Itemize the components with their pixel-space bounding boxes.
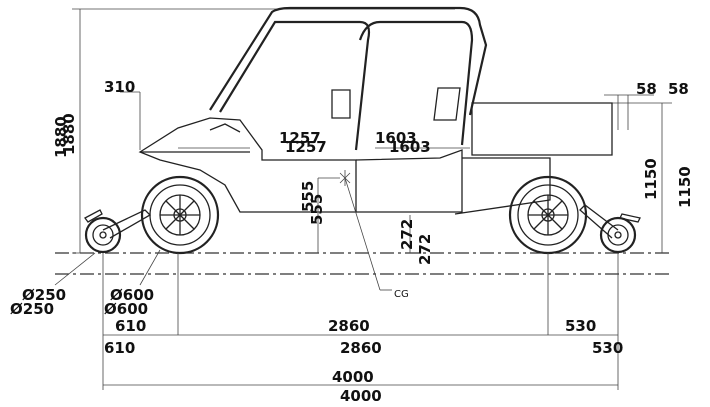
label-wheel-left: 1257 <box>285 138 327 156</box>
label-wheel-right: 1603 <box>389 138 431 156</box>
rear-small-wheel <box>579 204 641 254</box>
label-tire-b: Ø600 <box>104 300 148 318</box>
label-wheelbase-b: 2860 <box>340 339 382 357</box>
label-hitch-b: 58 <box>668 80 689 98</box>
cg-marker <box>317 170 411 291</box>
label-height-total-a: 1880 <box>52 116 70 158</box>
label-rear-overhang-b: 530 <box>592 339 623 357</box>
ground-lines <box>55 252 672 275</box>
front-small-wheel <box>84 209 152 254</box>
label-rear-overhang-a: 530 <box>565 317 596 335</box>
rear-tire <box>508 175 588 255</box>
roll-cage <box>209 6 488 151</box>
label-small-wheel-b: Ø250 <box>10 300 54 318</box>
length-dimension-lines <box>54 249 619 390</box>
label-hitch-a: 58 <box>636 80 657 98</box>
label-bed-height-a: 1150 <box>642 158 660 200</box>
label-tire-a: Ø600 <box>110 286 154 304</box>
label-clearance-a: 272 <box>398 219 416 250</box>
label-wheel-right-ghost: 1603 <box>375 129 417 147</box>
label-height-total-b: 1880 <box>60 113 78 155</box>
label-front-overhang-b: 610 <box>104 339 135 357</box>
label-wheelbase-a: 2860 <box>328 317 370 335</box>
label-cg: CG <box>394 289 409 300</box>
dim-310-lines <box>120 91 141 150</box>
label-bed-height-b: 1150 <box>676 166 694 208</box>
label-overall-length-a: 4000 <box>332 368 374 386</box>
label-cg-height-a: 555 <box>299 181 317 212</box>
label-small-wheel-a: Ø250 <box>22 286 66 304</box>
bed-height-lines <box>604 94 672 253</box>
label-wheel-left-ghost: 1257 <box>279 129 321 147</box>
label-clearance-b: 272 <box>416 234 434 265</box>
label-cg-height-b: 555 <box>308 194 326 225</box>
label-310: 310 <box>104 78 135 96</box>
vehicle-body <box>138 102 613 215</box>
label-overall-length-b: 4000 <box>340 387 382 405</box>
front-tire <box>140 175 220 255</box>
label-front-overhang-a: 610 <box>115 317 146 335</box>
